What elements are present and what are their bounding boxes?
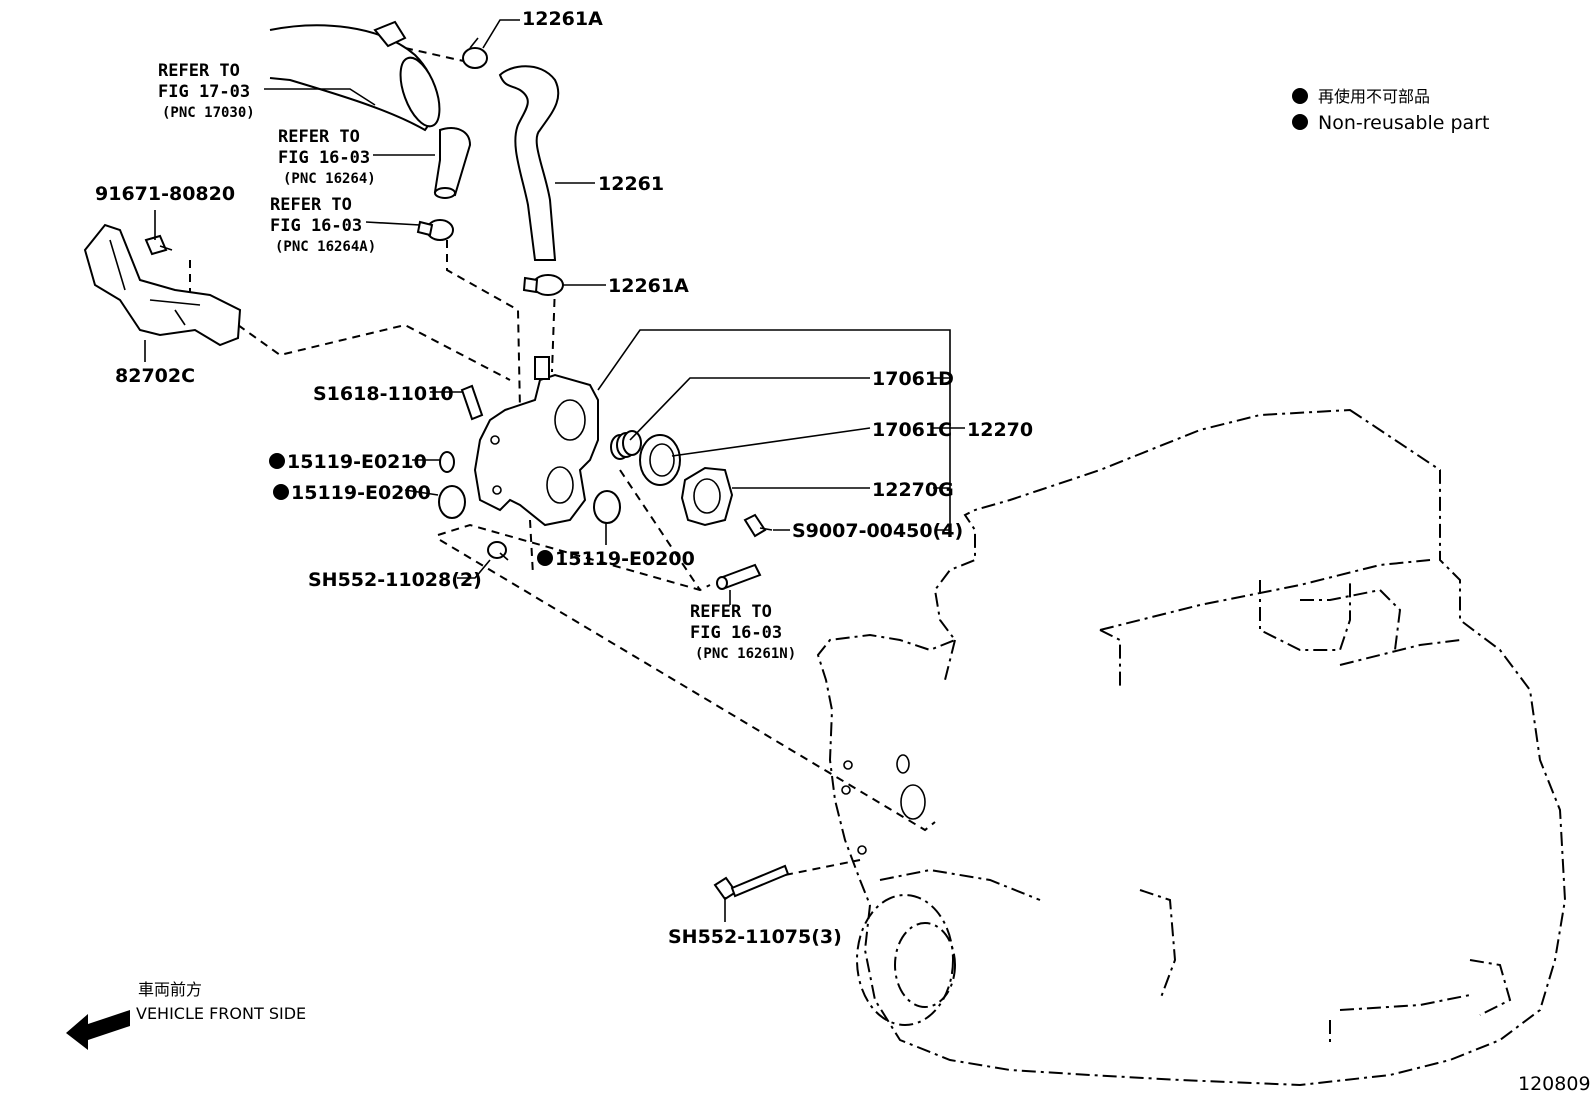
svg-text:REFER TO: REFER TO xyxy=(690,602,772,622)
label-bolt-bracket: 91671-80820 xyxy=(95,183,235,205)
bolt-bracket-part xyxy=(144,234,173,256)
gasket-part xyxy=(680,466,734,527)
svg-text:(PNC 16261N): (PNC 16261N) xyxy=(695,646,796,662)
reference-16264: REFER TO FIG 16-03 (PNC 16264) xyxy=(278,127,376,187)
svg-text:REFER TO: REFER TO xyxy=(278,127,360,147)
bolt-long-part xyxy=(713,864,790,901)
arrow-left-icon xyxy=(66,1010,130,1050)
label-hose: 12261 xyxy=(598,173,664,195)
bracket-part xyxy=(83,223,242,347)
direction-japanese: 車両前方 xyxy=(138,980,202,999)
label-stud: S1618-11010 xyxy=(313,383,454,405)
non-reusable-dot xyxy=(269,453,285,469)
svg-text:REFER TO: REFER TO xyxy=(158,61,240,81)
label-bracket: 82702C xyxy=(115,365,195,387)
figure-id: 120809F xyxy=(1518,1073,1592,1095)
legend-dot xyxy=(1292,88,1308,104)
clip-top-part xyxy=(462,37,488,69)
svg-text:FIG 17-03: FIG 17-03 xyxy=(158,82,250,102)
label-oring-lower: 15119-E0200 xyxy=(555,548,695,570)
small-pipe-part xyxy=(716,563,762,590)
direction-english: VEHICLE FRONT SIDE xyxy=(136,1004,306,1023)
water-outlet-housing-part xyxy=(473,356,599,527)
spring-part xyxy=(610,430,642,460)
label-bolt-long: SH552-11075(3) xyxy=(668,926,842,948)
label-oring-large: 15119-E0200 xyxy=(291,482,431,504)
svg-text:(PNC 17030): (PNC 17030) xyxy=(162,105,255,121)
hose-12261-part xyxy=(498,65,560,261)
label-screw: S9007-00450(4) xyxy=(792,520,963,542)
legend: 再使用不可部品 Non-reusable part xyxy=(1292,87,1489,134)
svg-text:(PNC 16264A): (PNC 16264A) xyxy=(275,239,376,255)
non-reusable-dot xyxy=(273,484,289,500)
label-seat: 17061C xyxy=(872,419,952,441)
reference-16261N: REFER TO FIG 16-03 (PNC 16261N) xyxy=(690,602,796,662)
reference-16264A: REFER TO FIG 16-03 (PNC 16264A) xyxy=(270,195,376,255)
radiator-hose-part xyxy=(269,20,441,132)
svg-text:FIG 16-03: FIG 16-03 xyxy=(690,623,782,643)
clip-mid-part xyxy=(522,274,564,296)
direction-indicator: 車両前方 VEHICLE FRONT SIDE xyxy=(66,980,306,1050)
label-bolt-housing: SH552-11028(2) xyxy=(308,569,482,591)
legend-japanese: 再使用不可部品 xyxy=(1318,87,1430,106)
reference-17030: REFER TO FIG 17-03 (PNC 17030) xyxy=(158,61,255,121)
svg-text:REFER TO: REFER TO xyxy=(270,195,352,215)
legend-dot xyxy=(1292,114,1308,130)
assembly-lines xyxy=(189,47,936,876)
clip-refer-part xyxy=(416,219,454,241)
stud-part xyxy=(460,384,484,421)
svg-text:(PNC 16264): (PNC 16264) xyxy=(283,171,376,187)
engine-outline xyxy=(816,408,1567,1087)
label-clip-mid: 12261A xyxy=(608,275,689,297)
oring-lower-part xyxy=(593,490,621,524)
label-spring: 17061D xyxy=(872,368,954,390)
svg-text:FIG 16-03: FIG 16-03 xyxy=(270,216,362,236)
label-assembly: 12270 xyxy=(967,419,1033,441)
label-gasket: 12270G xyxy=(872,479,954,501)
svg-text:FIG 16-03: FIG 16-03 xyxy=(278,148,370,168)
non-reusable-dot xyxy=(537,550,553,566)
label-clip-top: 12261A xyxy=(522,8,603,30)
oring-small-part xyxy=(439,451,455,473)
legend-english: Non-reusable part xyxy=(1318,112,1489,134)
label-oring-small: 15119-E0210 xyxy=(287,451,427,473)
seat-part xyxy=(639,434,681,486)
oring-large-part xyxy=(438,485,466,519)
leader-lines xyxy=(144,19,965,922)
small-hose-part xyxy=(433,127,472,199)
screw-part xyxy=(743,513,773,538)
bolt-housing-part xyxy=(487,541,509,561)
